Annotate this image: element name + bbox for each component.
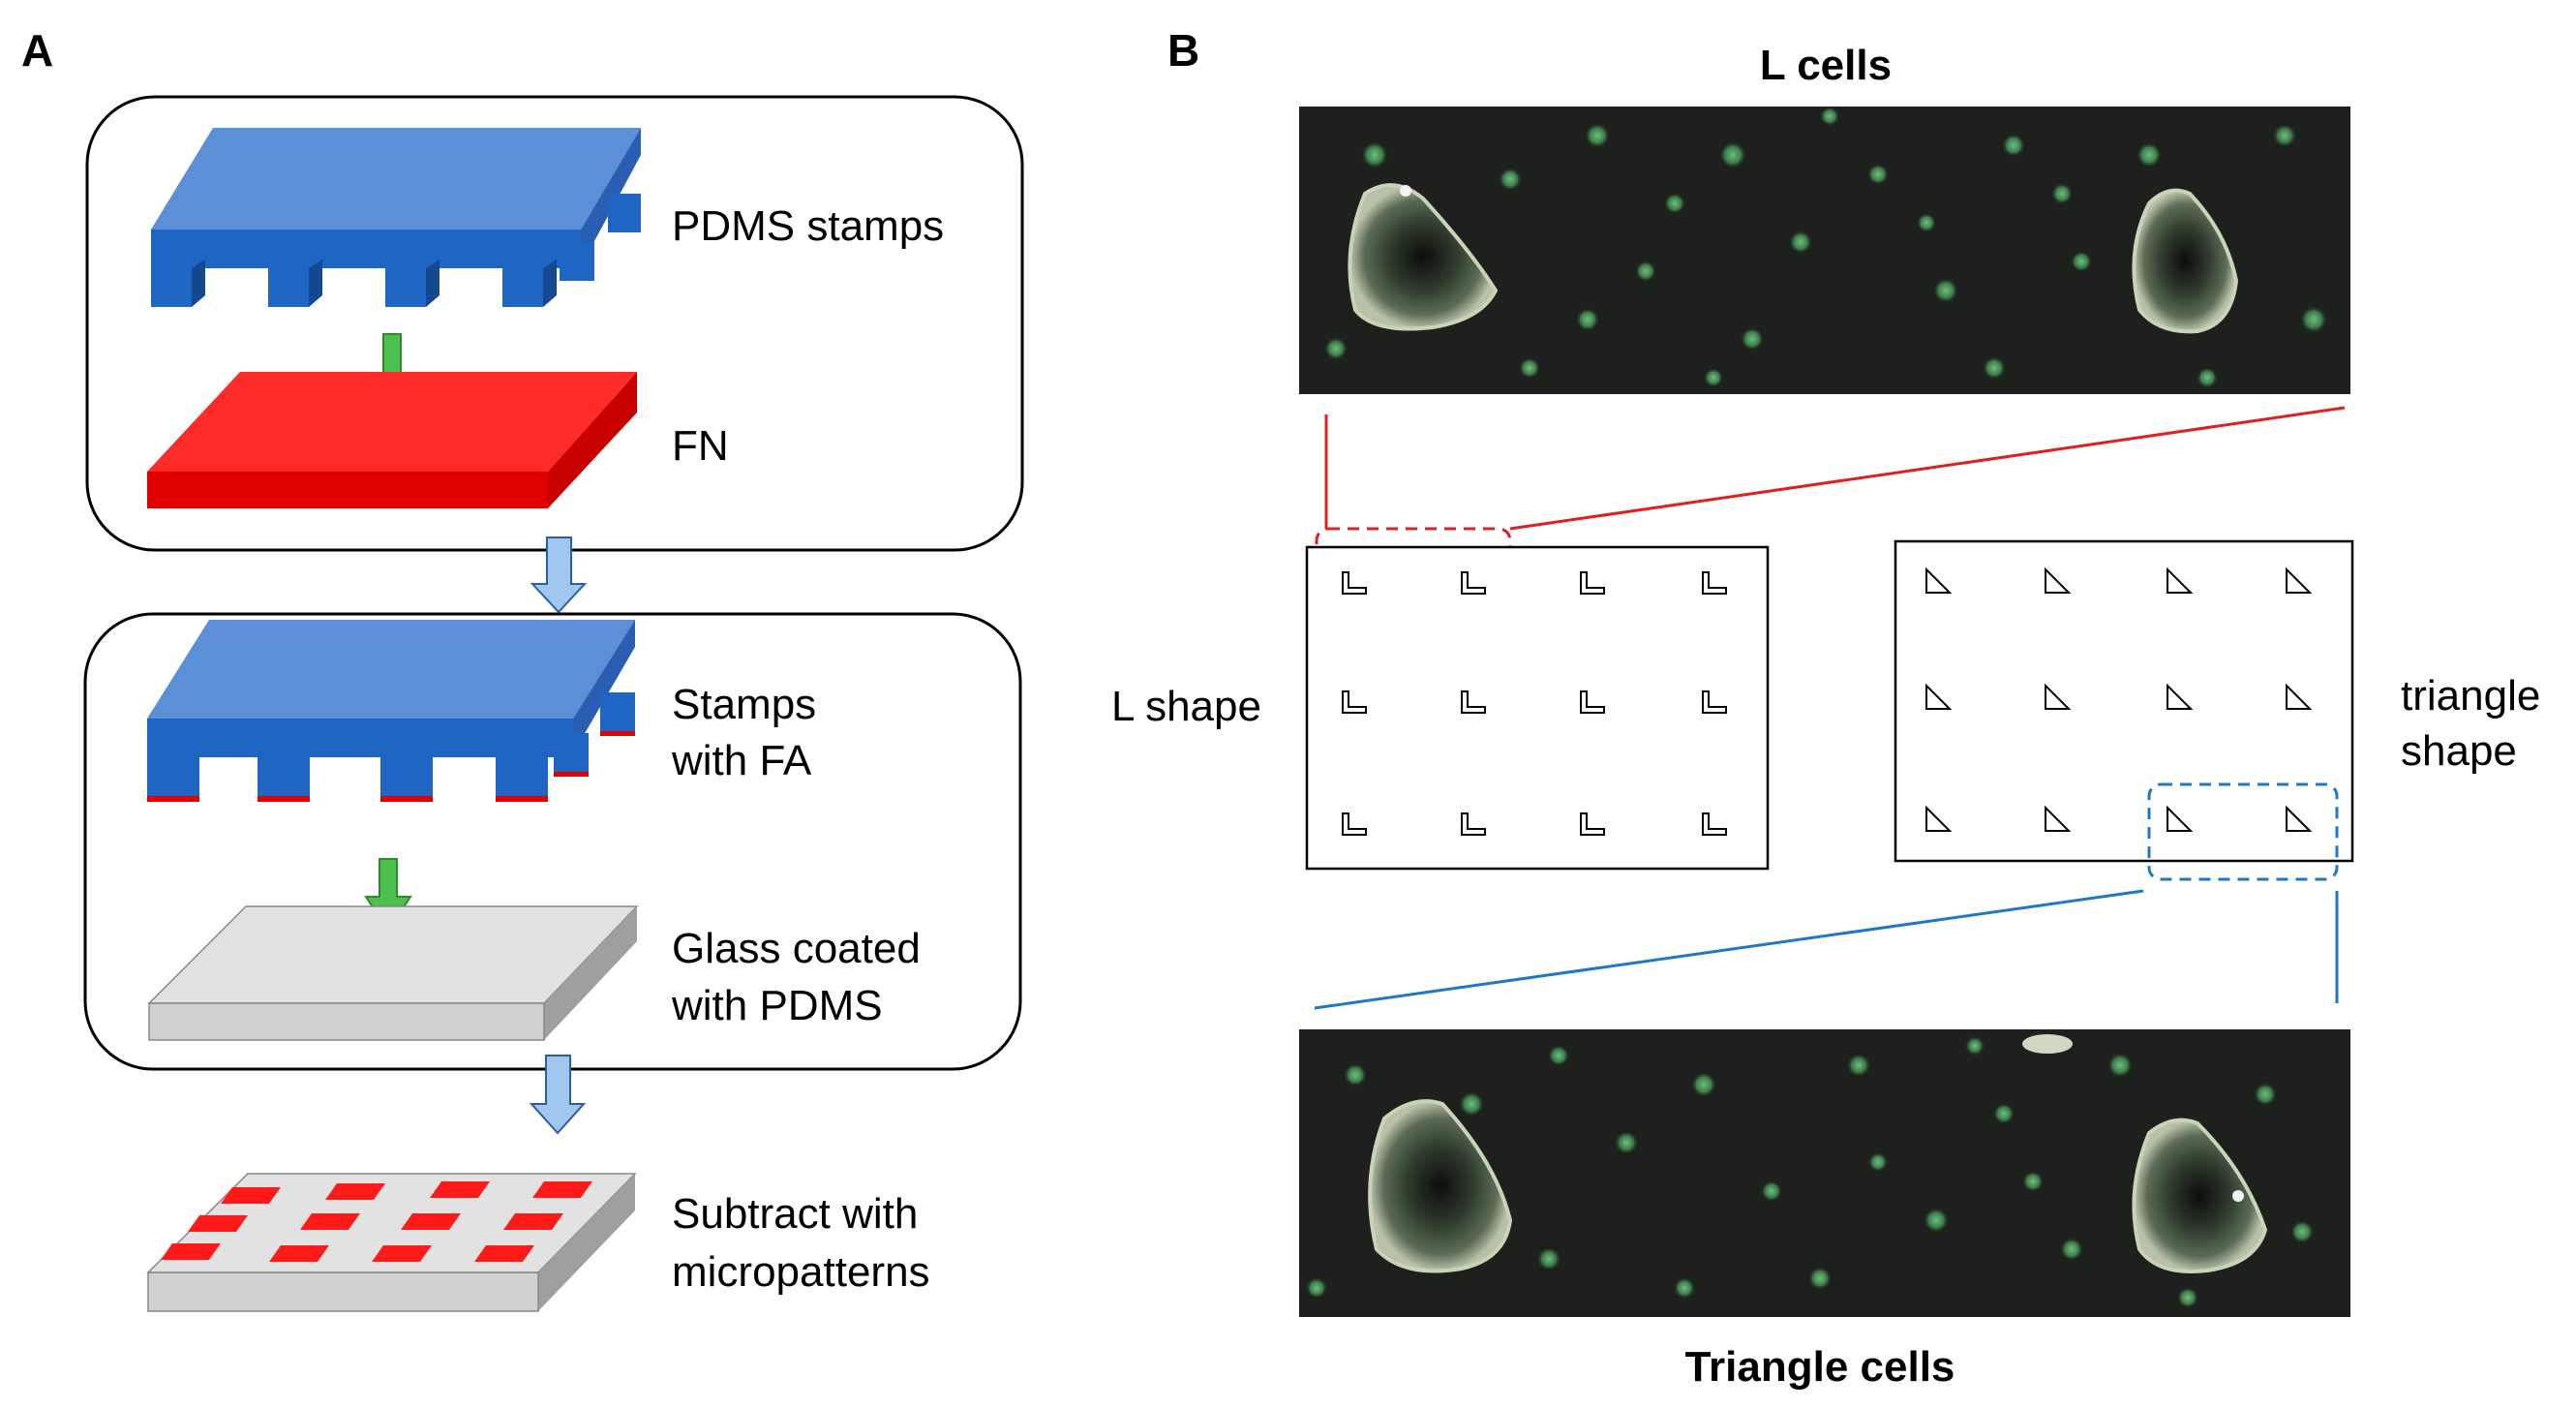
panel-a-label: A: [21, 25, 53, 76]
micropatterned-substrate-illustration: [146, 1173, 637, 1312]
down-arrow-icon: [530, 536, 588, 614]
triangle-zoom-connector: [1314, 782, 2339, 1010]
triangle-shape-label-line1: triangle: [2401, 672, 2540, 720]
subtract-label-line1: Subtract with: [672, 1190, 918, 1238]
glass-pdms-illustration: [147, 905, 639, 1041]
fn-layer-illustration: [147, 372, 637, 508]
fn-label: FN: [672, 422, 729, 470]
triangle-cells-title: Triangle cells: [1685, 1343, 1955, 1391]
l-cell-right: [2132, 188, 2239, 334]
l-shape-pattern-box: [1305, 545, 1770, 871]
down-arrow-icon: [529, 1055, 587, 1135]
triangle-cells-micrograph: [1299, 1029, 2350, 1317]
stamps-with-fa-illustration: [147, 620, 635, 802]
panel-b-label: B: [1167, 25, 1199, 76]
triangle-cell-left: [1368, 1099, 1513, 1273]
l-cells-title: L cells: [1760, 42, 1892, 89]
stamps-fa-label-line1: Stamps: [672, 681, 816, 728]
triangle-cell-right: [2132, 1118, 2268, 1273]
pdms-stamp-illustration: [151, 128, 641, 307]
l-cells-micrograph: [1299, 107, 2350, 394]
triangle-shape-label-line2: shape: [2401, 727, 2517, 775]
l-shape-label: L shape: [1111, 683, 1261, 730]
triangle-pattern-box: [1894, 539, 2354, 863]
l-cell-left: [1348, 183, 1499, 331]
glass-label-line2: with PDMS: [671, 982, 883, 1029]
stamps-fa-label-line2: with FA: [671, 737, 812, 784]
pdms-stamps-label: PDMS stamps: [672, 202, 944, 250]
glass-label-line1: Glass coated: [672, 925, 921, 972]
subtract-label-line2: micropatterns: [672, 1248, 930, 1296]
